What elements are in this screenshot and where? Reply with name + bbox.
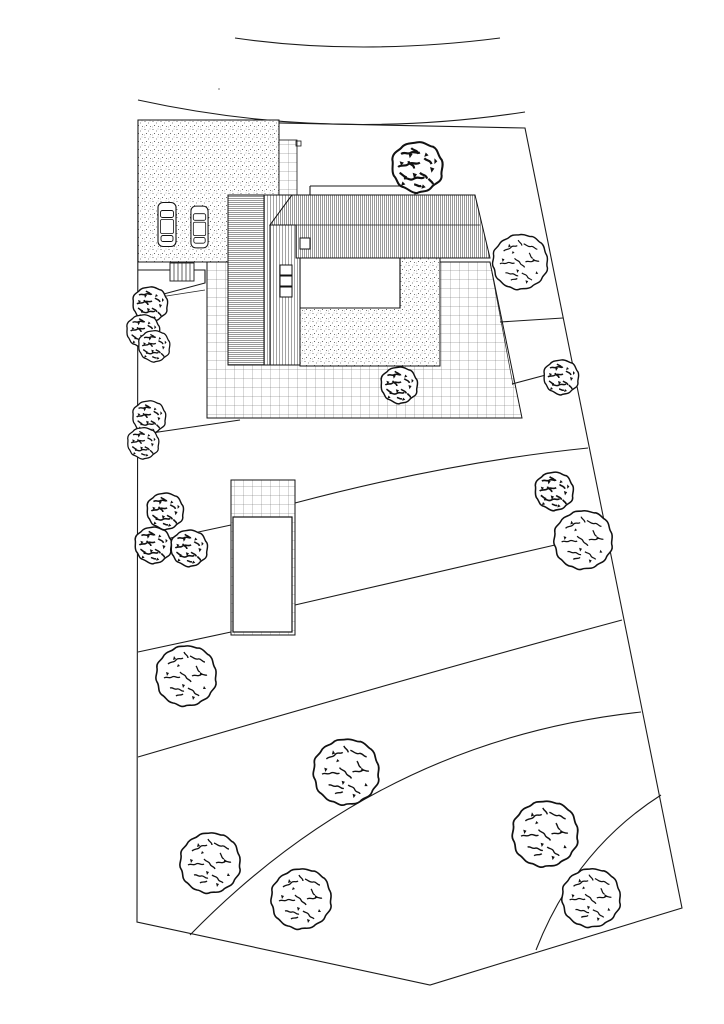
property-boundary (136, 119, 683, 986)
tree-canopy-icon (491, 233, 549, 291)
tree-canopy-icon (170, 529, 209, 568)
tree-canopy-icon (127, 426, 160, 460)
tree-canopy-icon (552, 509, 614, 571)
tree-canopy-icon (179, 832, 241, 895)
tree-canopy-icon (134, 526, 173, 565)
car-icon (190, 205, 209, 249)
car-icon (157, 201, 177, 248)
tree-canopy-icon (560, 867, 622, 929)
roof-window-2 (279, 275, 293, 287)
roof-window-3 (279, 286, 293, 298)
roof-window-1 (279, 264, 293, 276)
tree-canopy-icon (391, 141, 444, 195)
skylight (299, 237, 311, 250)
tree-canopy-icon (312, 738, 380, 807)
pool-basin (232, 516, 293, 633)
roof-west-wing (227, 194, 265, 366)
tree-canopy-icon (138, 329, 171, 363)
tree-canopy-icon (543, 359, 580, 396)
road-edge-upper (234, 37, 501, 48)
stairs-icon (169, 262, 195, 282)
tree-canopy-icon (146, 492, 185, 531)
tree-canopy-icon (534, 471, 575, 512)
tree-canopy-icon (270, 868, 332, 931)
tree-canopy-icon (511, 800, 579, 869)
tree-canopy-icon (155, 645, 217, 708)
pathway-tiles (278, 139, 298, 196)
